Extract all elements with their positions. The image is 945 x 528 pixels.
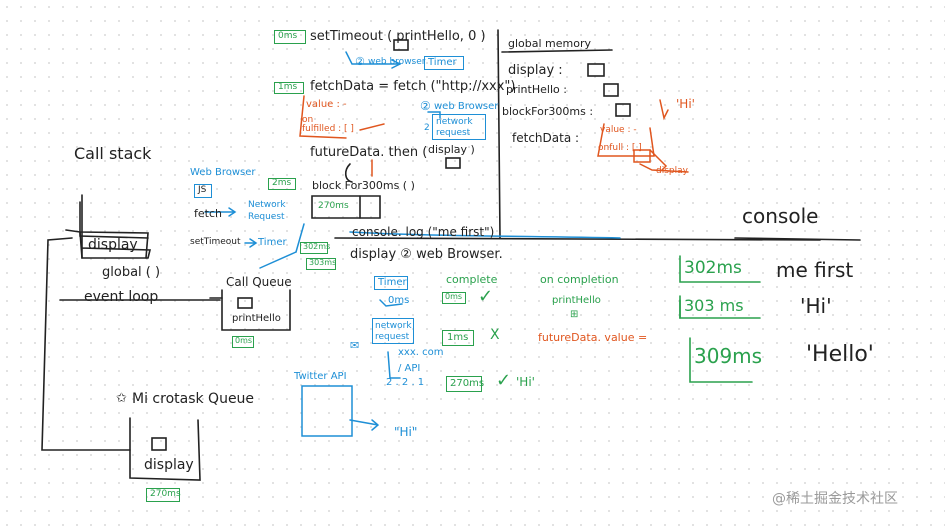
global-memory-title: global memory — [508, 37, 592, 50]
timer-box: Timer — [424, 56, 464, 70]
gm-display: display : — [508, 63, 563, 78]
timeline-complete-tag: 0ms — [442, 292, 466, 304]
console-row-3-text: 'Hello' — [806, 342, 874, 367]
block-box — [311, 195, 381, 219]
console-title: console — [742, 204, 819, 228]
fetch-onfulfilled-label: on fulfilled : [ ] — [302, 115, 354, 134]
global-memory-underline — [501, 49, 613, 53]
left-timer: Timer — [258, 237, 287, 248]
web-browser-mark: ② — [355, 55, 365, 68]
net-ip: 2 . 2 . 1 — [386, 377, 425, 388]
web-browser-label: web browser — [368, 57, 426, 67]
thread-divider — [334, 237, 821, 241]
then-code: futureData. then ( — [310, 145, 428, 160]
timeline-1ms-tag: 1ms — [442, 330, 474, 346]
console-row-1-text: me first — [776, 258, 854, 282]
block-call-code: block For300ms ( ) — [312, 179, 415, 192]
microtask-270ms-tag: 270ms — [146, 488, 181, 502]
timeline-oncompletion-item: printHello — [552, 295, 601, 306]
future-data-value: futureData. value = — [538, 331, 648, 344]
settimeout-code: setTimeout ( printHello, 0 ) — [310, 29, 486, 44]
timeline-timer-ms: 0ms — [388, 295, 410, 306]
gm-printhello: printHello : — [506, 83, 567, 96]
tag-303ms: 303ms — [306, 258, 336, 270]
timeline-hi: 'Hi' — [516, 375, 535, 389]
tag-0ms: 0ms — [274, 30, 306, 44]
twitter-api-label: Twitter API — [294, 371, 347, 382]
timeline-timer-box: Timer — [374, 276, 408, 290]
left-fetch: fetch — [194, 207, 222, 220]
left-network-request: Network Request — [248, 200, 286, 222]
cross-icon: X — [490, 327, 500, 343]
check-icon-2: ✓ — [496, 370, 512, 391]
call-queue-title: Call Queue — [226, 275, 292, 289]
net-path: / API — [398, 363, 421, 374]
event-loop-line — [41, 237, 131, 451]
star-icon: ✩ — [116, 391, 127, 406]
gm-hi: 'Hi' — [676, 97, 695, 111]
display-web-browser-line: display ② web Browser. — [350, 247, 503, 262]
twitter-api-box — [301, 385, 353, 437]
gm-fetchdata: fetchData : — [512, 131, 580, 145]
console-row-2-text: 'Hi' — [800, 294, 832, 318]
event-loop-label: event loop — [84, 289, 159, 305]
fetch-code: fetchData = fetch ("http://xxx") — [310, 79, 516, 94]
console-log-code: console. log ("me first") — [352, 225, 495, 239]
timeline-network-box: network request — [372, 318, 414, 344]
call-stack-top-frame — [79, 201, 149, 239]
call-queue-item: printHello — [232, 313, 281, 324]
microtask-item: display — [144, 457, 194, 473]
network-request-box: network request — [432, 114, 486, 140]
timeline-oncompletion-fn-icon: ⊞ — [570, 309, 579, 320]
call-stack-frame-display: display — [88, 237, 138, 253]
console-underline — [734, 237, 861, 241]
console-row-2-time: 303 ms — [684, 296, 744, 315]
fetch-web-label: web Browser — [434, 101, 499, 112]
envelope-icon: ✉ — [350, 339, 360, 352]
left-settimeout: setTimeout — [190, 237, 241, 247]
global-memory-divider — [497, 29, 501, 239]
call-queue-box — [221, 289, 291, 331]
call-stack-global: global ( ) — [102, 265, 161, 280]
network-mark: 2 — [424, 123, 430, 133]
twitter-hi: "Hi" — [394, 425, 418, 439]
check-icon: ✓ — [478, 286, 494, 307]
console-row-1-time: 302ms — [684, 258, 742, 278]
gm-blockfor300ms: blockFor300ms : — [502, 105, 594, 118]
gm-value-label: value : - — [600, 125, 637, 135]
fetch-value-label: value : - — [306, 99, 347, 110]
microtask-queue-title: Mi crotask Queue — [132, 391, 255, 407]
fetch-web-mark: ② — [420, 99, 431, 113]
console-row-3-time: 309ms — [694, 344, 763, 368]
microtask-box — [129, 417, 201, 481]
timeline-270ms-tag: 270ms — [446, 376, 484, 392]
tag-302ms: 302ms — [300, 242, 330, 254]
gm-display-ref: display — [656, 166, 688, 176]
gm-onfull-label: onfull : [ ] — [598, 143, 642, 153]
then-arg: display ) — [428, 143, 475, 156]
timeline-complete: complete — [446, 273, 498, 286]
watermark: @稀土掘金技术社区 — [772, 491, 898, 507]
timeline-oncompletion: on completion — [540, 273, 619, 286]
left-web-browser: Web Browser — [190, 167, 256, 178]
tag-2ms: 2ms — [268, 178, 296, 190]
js-box: JS — [194, 184, 212, 198]
net-url: xxx. com — [398, 347, 444, 358]
tag-270ms-block: 270ms — [318, 201, 349, 211]
tag-0ms-queue: 0ms — [232, 336, 254, 348]
call-stack-title: Call stack — [74, 144, 152, 163]
tag-1ms: 1ms — [274, 82, 304, 94]
